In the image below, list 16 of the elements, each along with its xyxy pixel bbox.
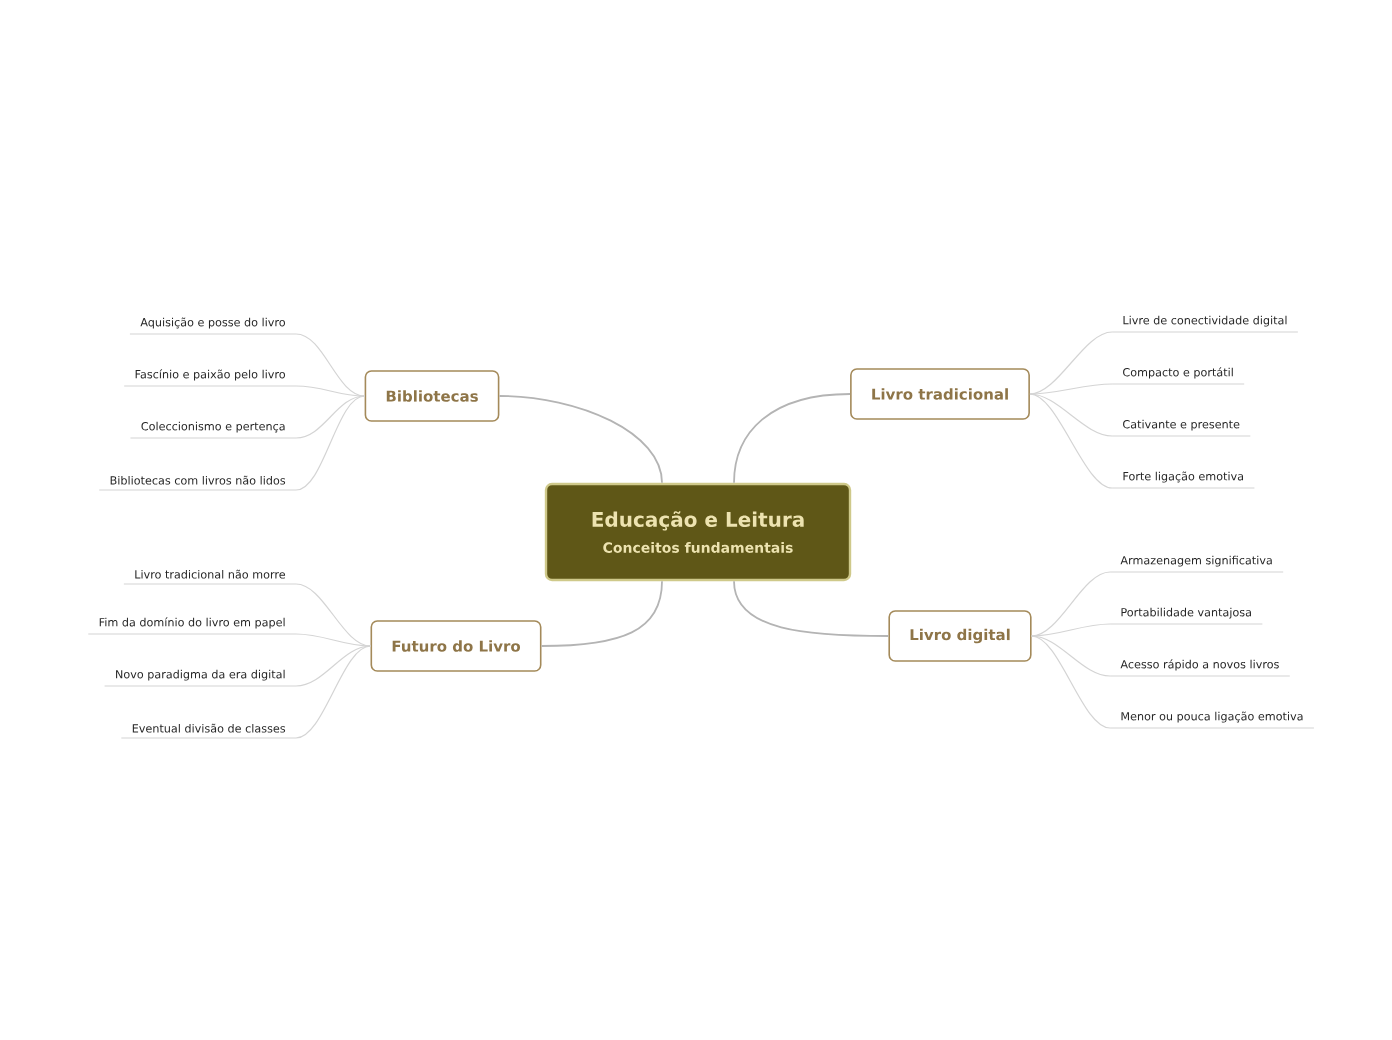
connector-line bbox=[1029, 393, 1113, 437]
connector-line bbox=[1029, 393, 1113, 489]
connector-line bbox=[1029, 383, 1113, 395]
connector-line bbox=[1029, 331, 1113, 395]
connector-line bbox=[295, 395, 366, 439]
connector-line bbox=[1031, 623, 1111, 637]
connector-line bbox=[540, 580, 663, 647]
connector-line bbox=[295, 645, 372, 739]
connector-line bbox=[498, 395, 663, 484]
connector-line bbox=[1031, 635, 1111, 729]
connector-line bbox=[295, 395, 366, 491]
connector-line bbox=[1031, 571, 1111, 637]
connector-line bbox=[295, 645, 372, 687]
connector-line bbox=[733, 393, 851, 484]
connector-line bbox=[1031, 635, 1111, 677]
connector-line bbox=[733, 580, 890, 637]
